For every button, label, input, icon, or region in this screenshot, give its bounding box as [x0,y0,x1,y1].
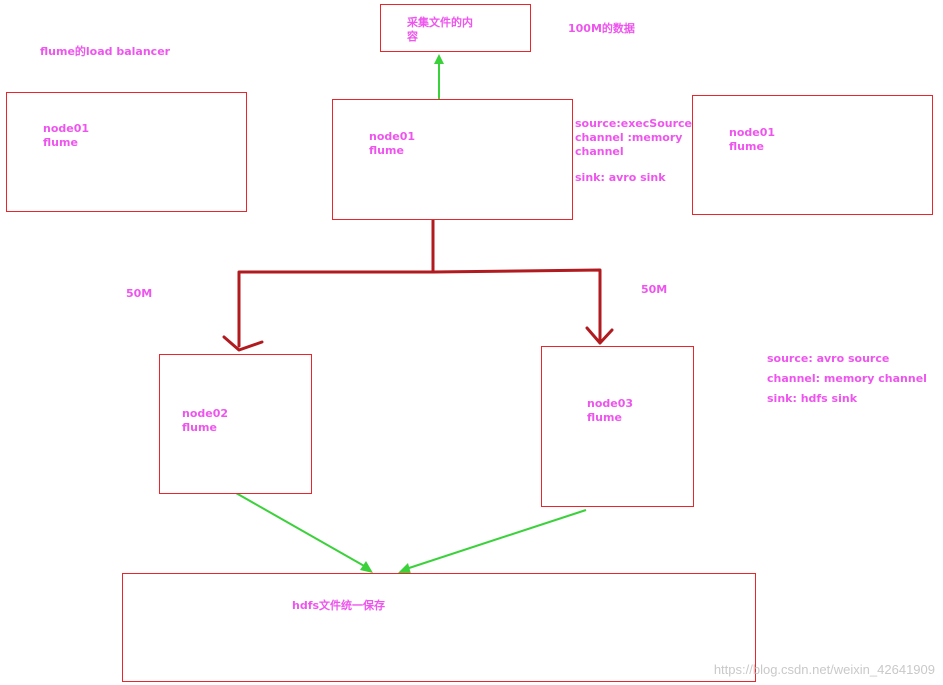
hdfs-label: hdfs文件统一保存 [292,599,386,612]
node-role: flume [587,411,622,424]
collect-line2: 容 [407,30,418,43]
downstream-source: source: avro source [767,352,890,365]
split-label-right: 50M [641,283,668,296]
node-box-node03: node03 flume [541,346,694,507]
node-role: flume [369,144,404,157]
node-name: node01 [369,130,416,143]
node-box-center: node01 flume [332,99,573,220]
config-sink: sink: avro sink [575,171,666,184]
hdfs-arrows [235,492,587,574]
config-channel: channel :memory [575,131,683,144]
node-role: flume [729,140,764,153]
diagram-title: flume的load balancer [40,45,171,58]
data-amount-label: 100M的数据 [568,22,635,35]
split-label-left: 50M [126,287,153,300]
node-box-node02: node02 flume [159,354,312,494]
config-channel-cont: channel [575,145,624,158]
node-box-right: node01 flume [692,95,933,215]
config-source: source:execSource [575,117,692,130]
node-name: node02 [182,407,229,420]
collect-line1: 采集文件的内 [407,16,473,29]
node-role: flume [182,421,217,434]
node-role: flume [43,136,78,149]
downstream-sink: sink: hdfs sink [767,392,858,405]
split-arrows [222,218,614,352]
downstream-channel: channel: memory channel [767,372,927,385]
collect-arrow [434,54,444,99]
node-name: node01 [43,122,90,135]
node-name: node03 [587,397,634,410]
collect-box: 采集文件的内 容 [380,4,531,52]
watermark: https://blog.csdn.net/weixin_42641909 [713,662,935,677]
node-name: node01 [729,126,776,139]
node-box-left: node01 flume [6,92,247,212]
hdfs-box: hdfs文件统一保存 [122,573,756,682]
